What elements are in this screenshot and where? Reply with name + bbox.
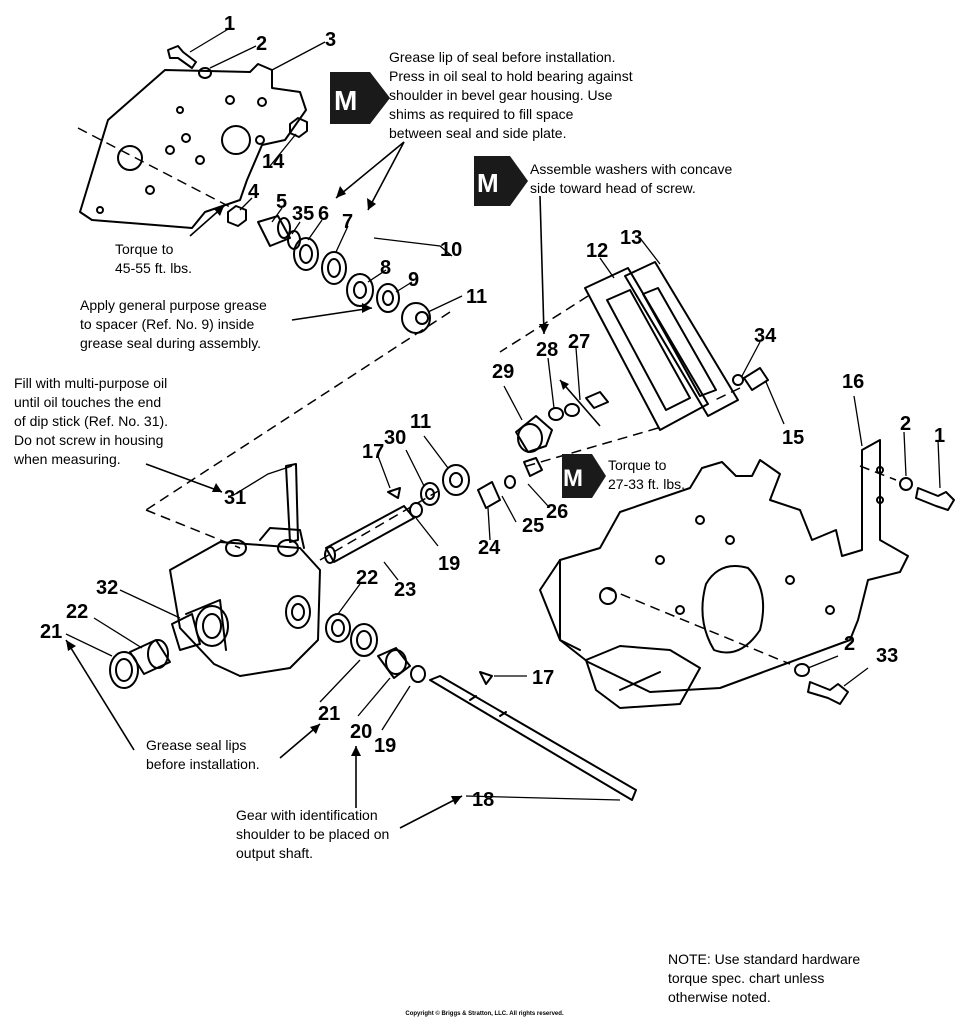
callout-22: 22 [66,601,88,623]
m-marker-top: M [330,72,390,124]
note-gear-shoulder: Gear with identification shoulder to be … [236,807,390,861]
note-seal-install: Grease lip of seal before installation. … [389,49,633,141]
callout-15: 15 [782,427,804,449]
note-seal-lips: Grease seal lips before installation. [146,737,260,772]
callout-1: 1 [934,425,945,447]
callout-20: 20 [350,721,372,743]
callout-17: 17 [362,441,384,463]
callout-28: 28 [536,339,558,361]
callout-5: 5 [276,191,287,213]
callout-29: 29 [492,361,514,383]
callout-8: 8 [380,257,391,279]
callout-9: 9 [408,269,419,291]
callout-19: 19 [374,735,396,757]
bearing-22-left [129,639,171,675]
screw-27 [585,391,609,409]
key-24 [477,481,501,509]
callout-19: 19 [438,553,460,575]
gear-housing [169,541,321,677]
svg-text:M: M [563,465,583,492]
right-side-plate [539,439,909,693]
note-washers: Assemble washers with concave side towar… [530,161,733,196]
note-torque-27-33: Torque to 27-33 ft. lbs. [608,457,686,492]
gasket-12 [584,267,709,431]
bolt-1-top [167,45,197,69]
callout-14: 14 [262,151,285,173]
callout-34: 34 [754,325,777,347]
callout-22: 22 [356,567,378,589]
callout-17: 17 [532,667,554,689]
callout-11: 11 [466,286,487,308]
note-fill-oil: Fill with multi-purpose oil until oil to… [14,375,169,467]
bracket [585,645,701,709]
callout-2: 2 [844,633,855,655]
m-marker-washers: M [474,156,528,206]
callout-27: 27 [568,331,590,353]
m-marker-torque: M [562,454,606,498]
callout-7: 7 [342,211,353,233]
callout-32: 32 [96,577,118,599]
svg-text:M: M [477,168,499,198]
callout-21: 21 [40,621,62,643]
upper-side-plate [79,63,307,229]
note-torque-45-55: Torque to 45-55 ft. lbs. [115,241,193,276]
bolt-33 [807,681,849,705]
copyright: Copyright © Briggs & Stratton, LLC. All … [405,1011,564,1017]
nut-14 [289,117,308,138]
callout-6: 6 [318,203,329,225]
callout-12: 12 [586,240,608,262]
screw-15 [743,367,769,391]
dip-stick-31 [285,463,299,543]
callout-2: 2 [900,413,911,435]
callout-23: 23 [394,579,416,601]
callout-18: 18 [472,789,494,811]
callout-21: 21 [318,703,340,725]
callout-16: 16 [842,371,864,393]
bevel-gear-29 [515,415,553,453]
nut-4 [227,205,247,227]
callout-1: 1 [224,13,235,35]
callout-3: 3 [325,29,336,51]
callout-13: 13 [620,227,642,249]
cover-13 [624,261,739,417]
callout-33: 33 [876,645,898,667]
callout-30: 30 [384,427,406,449]
svg-text:M: M [334,85,357,116]
note-spacer-grease: Apply general purpose grease to spacer (… [80,297,267,351]
callout-31: 31 [224,487,246,509]
spacer-5 [257,215,291,247]
output-shaft-18 [429,675,637,801]
callout-11: 11 [410,411,431,433]
callout-26: 26 [546,501,568,523]
note-standard-hardware: NOTE: Use standard hardware torque spec.… [668,951,861,1005]
callout-24: 24 [478,537,501,559]
input-shaft-23 [325,505,415,563]
callout-25: 25 [522,515,544,537]
callout-4: 4 [248,181,260,203]
callout-2: 2 [256,33,267,55]
callout-35: 35 [292,203,314,225]
callout-10: 10 [440,239,462,261]
bolt-1-right [915,487,955,511]
